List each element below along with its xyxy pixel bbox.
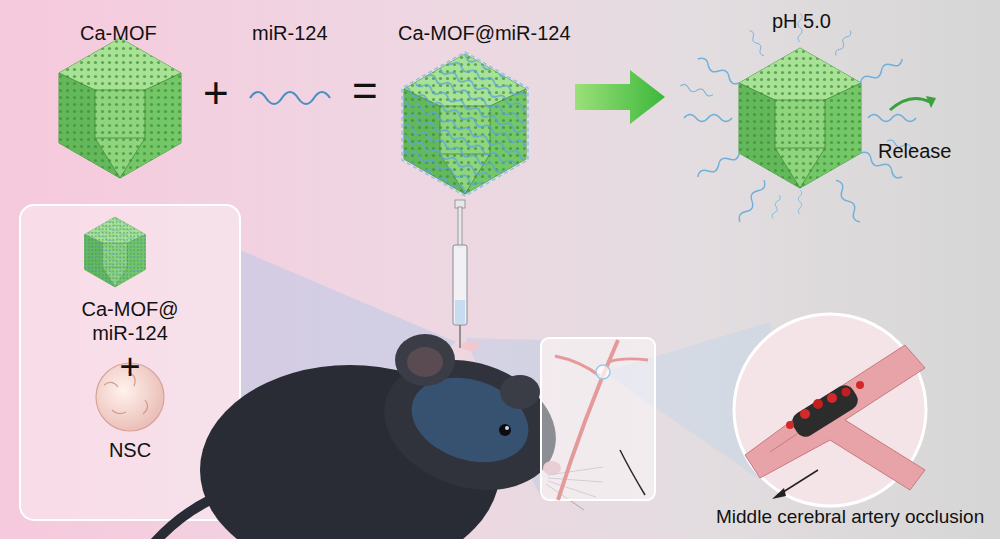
- label-text: +: [203, 68, 229, 119]
- label-text: miR-124: [252, 22, 328, 45]
- label-text: =: [352, 66, 378, 117]
- label-text: Middle cerebral artery occlusion: [716, 506, 984, 528]
- panel-box: Ca-MOF@ miR-124+ NSC: [20, 205, 240, 520]
- label-text: Ca-MOF: [80, 22, 157, 45]
- node-text: Ca-MOF@ miR-124: [60, 297, 200, 345]
- label-text: pH 5.0: [772, 10, 831, 33]
- label-text: Ca-MOF@miR-124: [398, 22, 571, 45]
- label-text: Release: [878, 140, 951, 163]
- node-text: +: [100, 345, 160, 388]
- node-text: NSC: [70, 438, 190, 462]
